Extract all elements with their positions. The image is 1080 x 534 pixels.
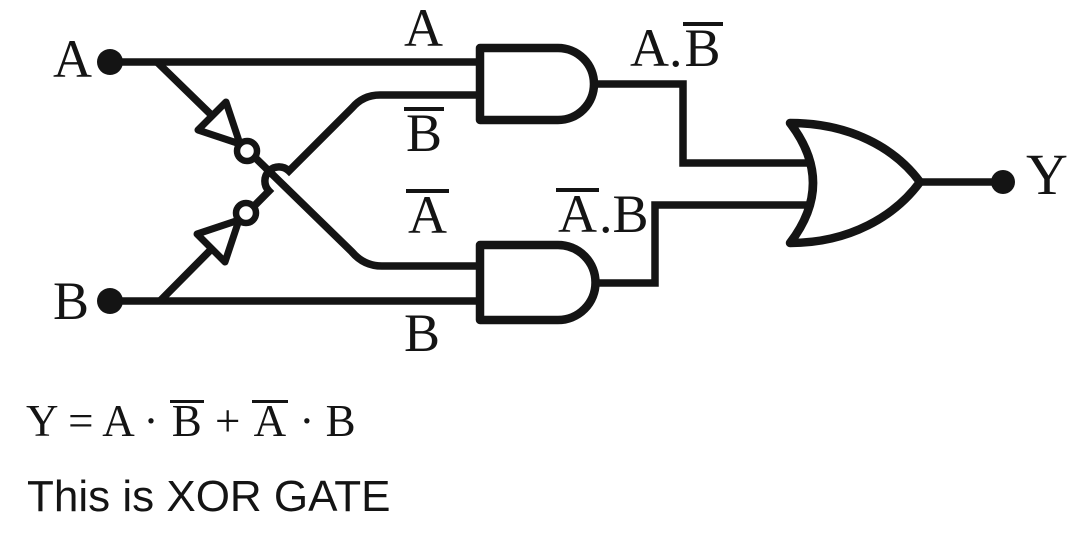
overbar-b: B: [682, 18, 723, 78]
and2-output-label: A.B: [556, 184, 649, 244]
input-a-terminal-dot: [97, 49, 123, 75]
not-gate-a-bubble: [233, 137, 261, 165]
or-gate: [785, 118, 925, 248]
wire-and2-to-or: [592, 201, 812, 287]
and-gate-2: [475, 240, 600, 325]
circuit-svg: [97, 43, 1015, 325]
overbar-a: A: [251, 396, 289, 446]
wire-abar-label: A: [406, 188, 449, 242]
overbar-a: A: [556, 184, 599, 244]
wire-a-label: A: [404, 0, 443, 58]
input-b-terminal-dot: [97, 288, 123, 314]
output-y-terminal-dot: [991, 170, 1015, 194]
overbar-b: B: [404, 103, 445, 163]
wire-b-label: B: [404, 303, 441, 363]
boolean-equation: Y = A · B + A · B: [26, 396, 356, 446]
not-gate-b-bubble: [232, 199, 260, 227]
and-gate-1: [475, 43, 599, 125]
output-y-label: Y: [1026, 142, 1068, 207]
caption-text: This is XOR GATE: [27, 472, 391, 521]
and1-output-label: A.B: [630, 18, 723, 78]
wire-and1-to-or: [590, 80, 812, 167]
overbar-b: B: [169, 396, 204, 446]
wire-bbar-label: B: [404, 103, 445, 163]
wire-a-to-abar: [154, 59, 481, 270]
input-a-label: A: [53, 29, 92, 89]
not-gate-a-triangle: [194, 98, 244, 148]
wire-b-to-bbar: [157, 91, 481, 304]
overbar-a: A: [406, 185, 449, 245]
input-b-label: B: [53, 271, 90, 331]
not-gate-b-triangle: [193, 216, 243, 266]
